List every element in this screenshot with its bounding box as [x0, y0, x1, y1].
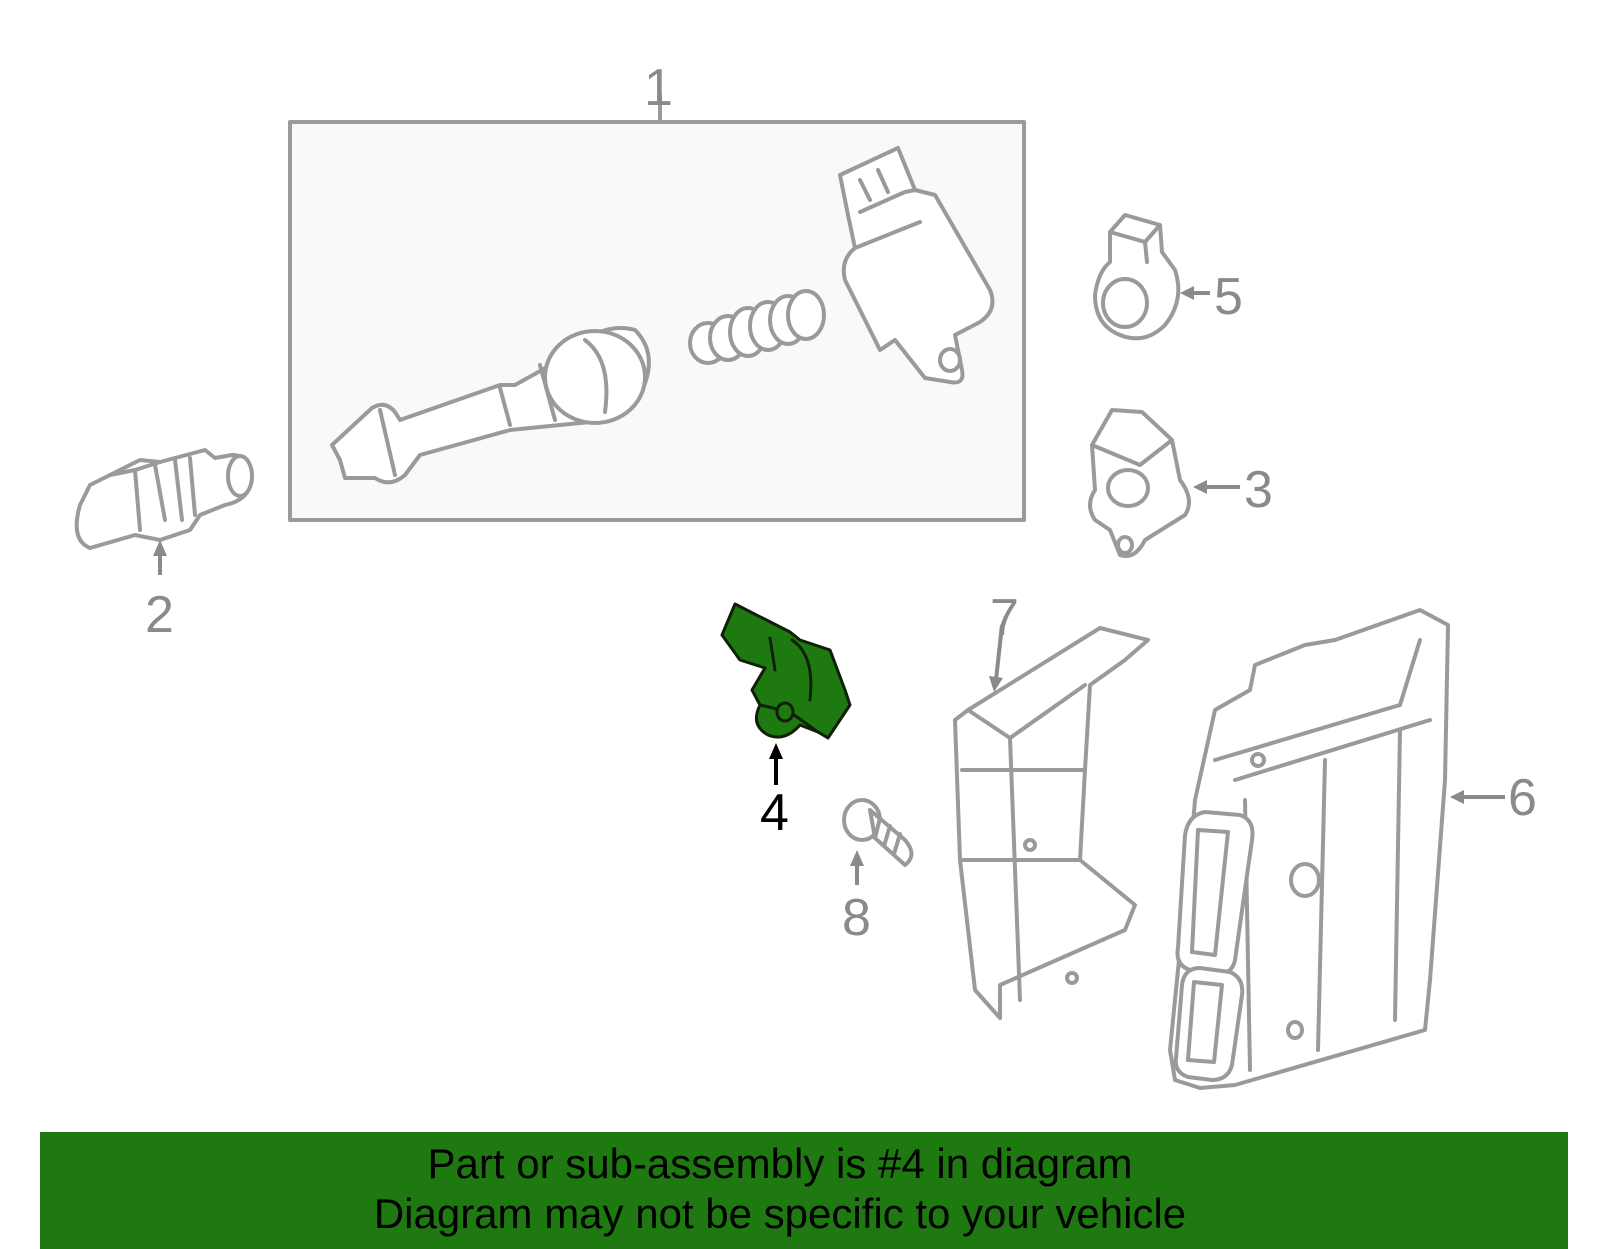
part-5-sensor[interactable] [1093, 213, 1210, 341]
callout-7-arrow [994, 624, 1004, 681]
part-7-bracket[interactable] [953, 624, 1150, 1020]
part-3-sensor[interactable] [1088, 408, 1240, 558]
part-info-banner: Part or sub-assembly is #4 in diagram Di… [40, 1132, 1568, 1249]
callout-4-arrowhead [769, 743, 783, 759]
callout-7-arrowhead [989, 676, 1003, 692]
coil-body-drawing [838, 146, 995, 385]
callout-3-label: 3 [1244, 461, 1273, 519]
callout-7-label: 7 [990, 589, 1019, 647]
callout-4-label: 4 [760, 784, 789, 842]
callout-8-label: 8 [842, 889, 871, 947]
coil-boot-drawing [330, 326, 651, 485]
banner-part-line: Part or sub-assembly is #4 in diagram [427, 1140, 1133, 1187]
coil-spring-drawing [688, 289, 826, 365]
callout-5-arrowhead [1180, 286, 1194, 300]
callout-8-arrowhead [850, 850, 864, 866]
callout-2-arrowhead [153, 540, 167, 556]
banner-disclaimer-line: Diagram may not be specific to your vehi… [373, 1190, 1187, 1237]
part-6-engine-control-module[interactable] [1168, 608, 1505, 1090]
part-8-bolt[interactable] [842, 798, 914, 885]
callout-3-arrowhead [1193, 480, 1207, 494]
callout-2-label: 2 [145, 586, 174, 644]
callout-6-arrowhead [1450, 790, 1464, 804]
part-2-sensor[interactable] [74, 448, 254, 575]
part-1-ignition-coil-assembly[interactable] [288, 93, 1026, 522]
part-4-sensor-highlighted[interactable] [720, 602, 852, 785]
callout-5-label: 5 [1214, 268, 1243, 326]
callout-1-label: 1 [644, 59, 673, 117]
callout-6-label: 6 [1508, 769, 1537, 827]
